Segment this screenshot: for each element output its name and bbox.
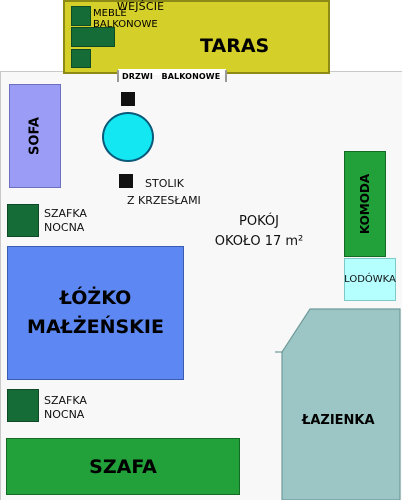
night-stand-bottom xyxy=(7,389,39,422)
table-label-line2: Z KRZESŁAMI xyxy=(127,194,201,207)
sofa: SOFA xyxy=(9,84,61,188)
entry-label: WEJŚCIE xyxy=(117,0,165,13)
night-stand-bottom-label: SZAFKA NOCNA xyxy=(44,394,87,421)
door-frame-left xyxy=(117,70,119,82)
balcony-chair xyxy=(71,49,91,68)
wardrobe-label: SZAFA xyxy=(89,455,157,478)
balcony-door-label: DRZWI BALKONOWE xyxy=(122,72,221,81)
bathroom-label: ŁAZIENKA xyxy=(302,413,375,428)
balcony-table xyxy=(71,27,115,47)
double-bed: ŁÓŻKO MAŁŻEŃSKIE xyxy=(7,246,184,380)
door-frame-right xyxy=(225,70,227,82)
balcony-furniture-label: MEBLE BALKONOWE xyxy=(93,8,158,30)
table-label: STOLIK xyxy=(145,177,184,190)
dresser: KOMODA xyxy=(344,151,386,257)
table xyxy=(102,112,154,162)
night-stand-top-label: SZAFKA NOCNA xyxy=(44,207,87,234)
bed-label: ŁÓŻKO MAŁŻEŃSKIE xyxy=(27,287,164,338)
bathroom-area xyxy=(281,308,401,500)
room-label: POKÓJ OKOŁO 17 m² xyxy=(214,214,304,249)
balcony-door xyxy=(118,69,226,75)
chair xyxy=(119,174,133,188)
terrace-label: TARAS xyxy=(200,35,270,57)
wardrobe: SZAFA xyxy=(6,438,240,495)
chair xyxy=(121,92,135,106)
fridge-label: LODÓWKA xyxy=(344,274,396,285)
balcony-chair xyxy=(71,6,91,26)
night-stand-top xyxy=(7,204,39,237)
fridge: LODÓWKA xyxy=(344,258,396,301)
